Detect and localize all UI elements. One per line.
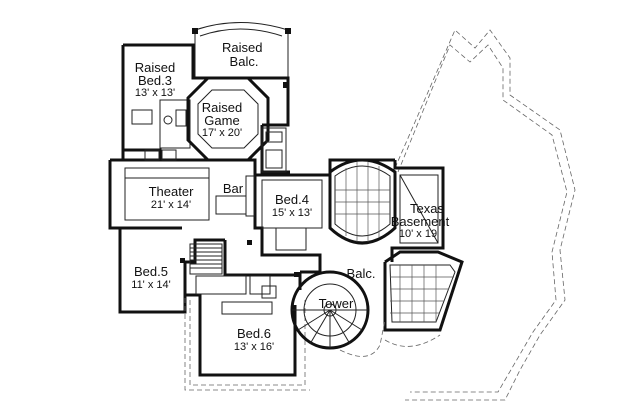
raised-balc-name-line2: Balc. <box>230 54 259 69</box>
raised-game-label-line1: Raised <box>202 100 242 115</box>
raised-balc-outline <box>192 22 291 88</box>
bar-label: Bar <box>223 181 244 196</box>
bed6-room <box>184 298 310 391</box>
balc-grid <box>384 264 456 347</box>
bed4-label: Bed.4 <box>275 192 309 207</box>
wall-posts <box>180 240 299 277</box>
texas-basement-outline <box>399 174 439 244</box>
raised-bed3-dims: 13' x 13' <box>135 87 175 99</box>
theater-dims: 21' x 14' <box>151 199 191 211</box>
bed3-bath <box>131 99 191 161</box>
theater-label: Theater <box>149 184 194 199</box>
raised-bed3-label-line1: Raised <box>135 60 175 75</box>
stairs <box>189 243 223 275</box>
bed6-dims: 13' x 16' <box>234 341 274 353</box>
bed5-label: Bed.5 <box>134 264 168 279</box>
tower <box>290 270 386 357</box>
tower-label: Tower <box>319 296 354 311</box>
bar-fixtures <box>215 175 255 217</box>
raised-game-dims: 17' x 20' <box>202 127 242 139</box>
raised-game-label-line2: Game <box>204 113 239 128</box>
raised-game-octagon <box>186 76 270 162</box>
shared-bath <box>195 275 277 299</box>
bed4-dims: 15' x 13' <box>272 207 312 219</box>
roof-outline <box>394 29 576 401</box>
texas-basement-label-line2: Basement <box>391 214 450 229</box>
raised-bed3-label-line2: Bed.3 <box>138 73 172 88</box>
bed6-label: Bed.6 <box>237 326 271 341</box>
theater-interior <box>124 167 210 221</box>
raised-balc-label: Raised Balc. <box>222 40 266 69</box>
bed5-dims: 11' x 14' <box>131 279 170 291</box>
texas-basement-label-line1: Texas <box>410 201 444 216</box>
rotunda <box>328 158 397 245</box>
texas-basement-dims: 10' x 19 <box>399 228 437 240</box>
bed4-interior <box>261 179 323 251</box>
balc-label: Balc. <box>347 266 376 281</box>
bed4-bath <box>261 127 287 173</box>
raised-balc-name-line1: Raised <box>222 40 262 55</box>
